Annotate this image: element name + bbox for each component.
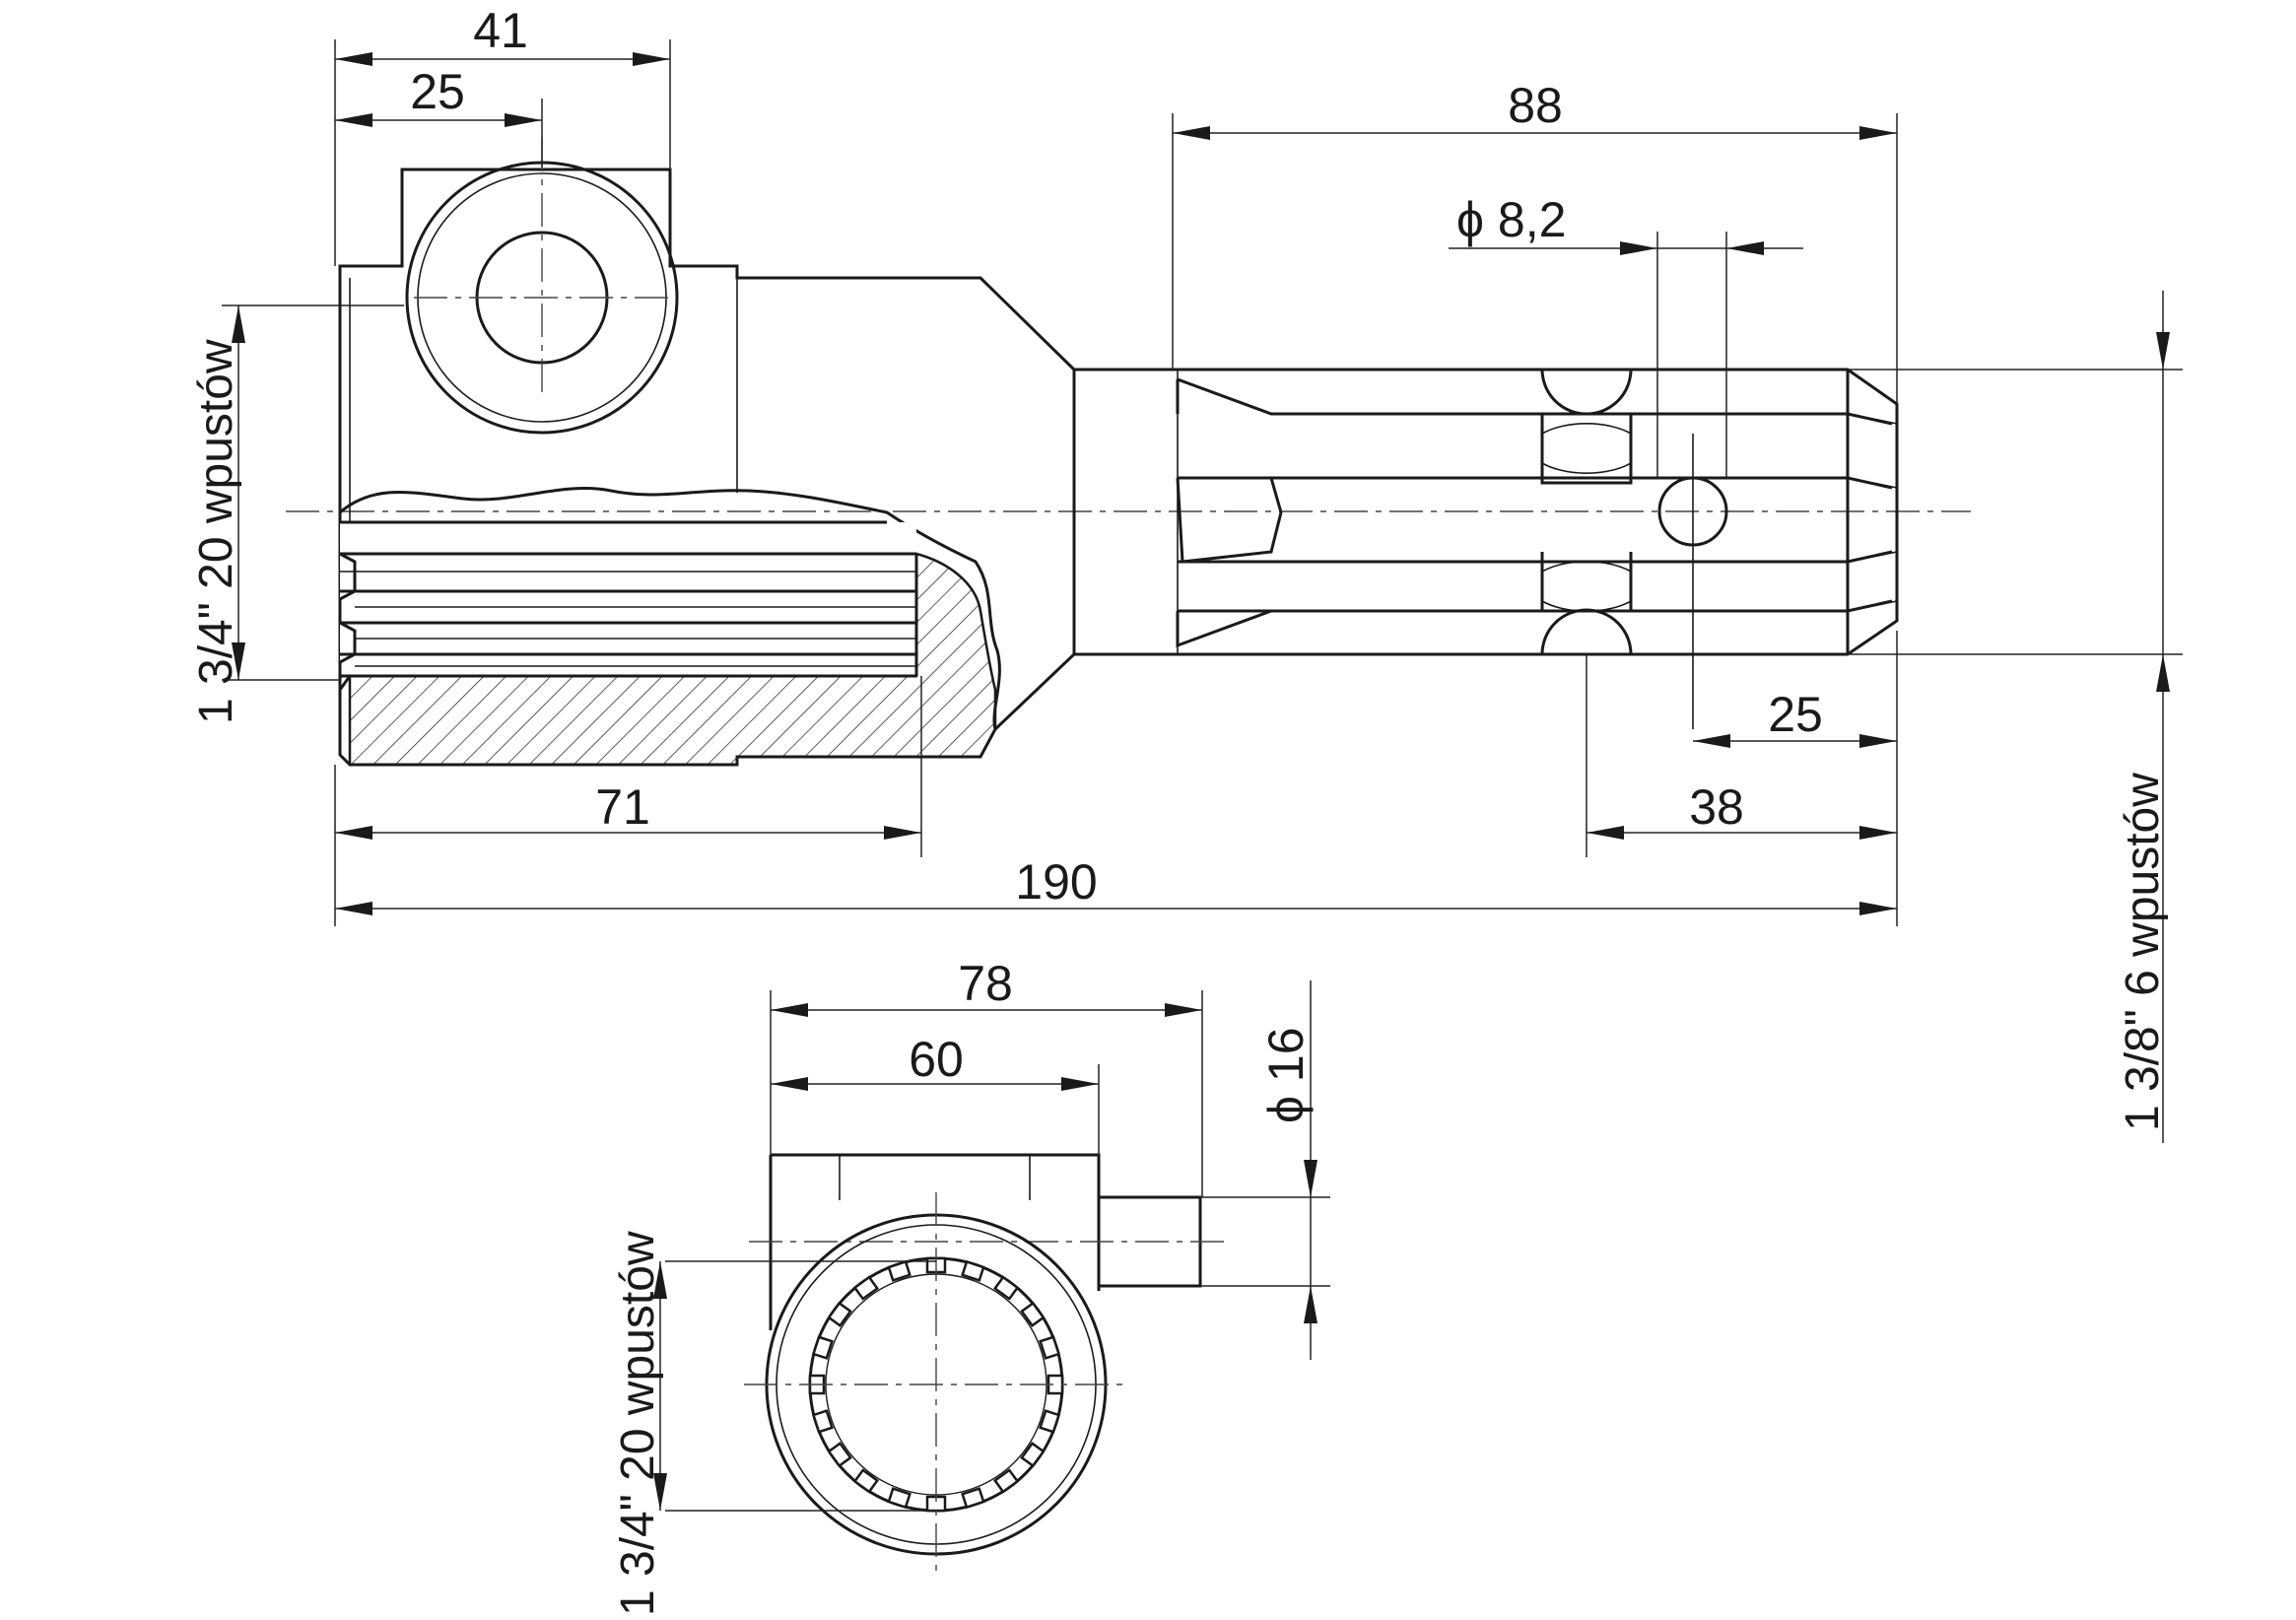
end-view (744, 1153, 1227, 1577)
spline-tooth (961, 1259, 985, 1282)
internal-splines (338, 520, 918, 695)
spline-bottom-label: 1 3/4" 20 wpustów (612, 1231, 664, 1616)
dim-dia-16-label: ϕ 16 (1258, 1027, 1314, 1123)
dim-71-label: 71 (595, 779, 650, 835)
spline-tooth (961, 1487, 985, 1510)
spline-tooth (992, 1468, 1020, 1494)
spline-tooth (887, 1487, 912, 1510)
spline-tooth (1039, 1335, 1061, 1360)
hatched-section (348, 552, 997, 767)
spline-tooth (992, 1275, 1020, 1301)
dim-60-label: 60 (909, 1032, 964, 1087)
spline-tooth (827, 1441, 852, 1468)
side-view (286, 138, 1971, 767)
spline-tooth (852, 1468, 880, 1494)
dim-190-label: 190 (1015, 854, 1097, 910)
dim-38-label: 38 (1689, 779, 1744, 835)
spline-tooth (887, 1259, 912, 1282)
dim-25-top-label: 25 (410, 64, 465, 119)
spline-tooth (1020, 1441, 1046, 1468)
spline-tooth (827, 1301, 852, 1328)
spline-tooth (1020, 1301, 1046, 1328)
dim-dia-8-2-label: ϕ 8,2 (1456, 192, 1566, 247)
spline-tooth (852, 1275, 880, 1301)
spline-tooth (811, 1409, 834, 1434)
dim-25-right-label: 25 (1768, 687, 1823, 742)
spline-left-label: 1 3/4" 20 wpustów (190, 339, 242, 724)
dim-88-label: 88 (1508, 78, 1563, 133)
break-line (339, 487, 1001, 730)
spline-tooth (1039, 1409, 1061, 1434)
clamp-bolt-boss (405, 138, 679, 435)
splined-shaft (1074, 368, 1899, 729)
dim-41-label: 41 (473, 3, 528, 58)
spline-right-label: 1 3/8" 6 wpustów (2117, 773, 2169, 1131)
end-view-body (769, 1153, 1101, 1330)
dimensions (222, 39, 2183, 1512)
spline-tooth (811, 1335, 834, 1360)
dim-78-label: 78 (958, 956, 1013, 1011)
